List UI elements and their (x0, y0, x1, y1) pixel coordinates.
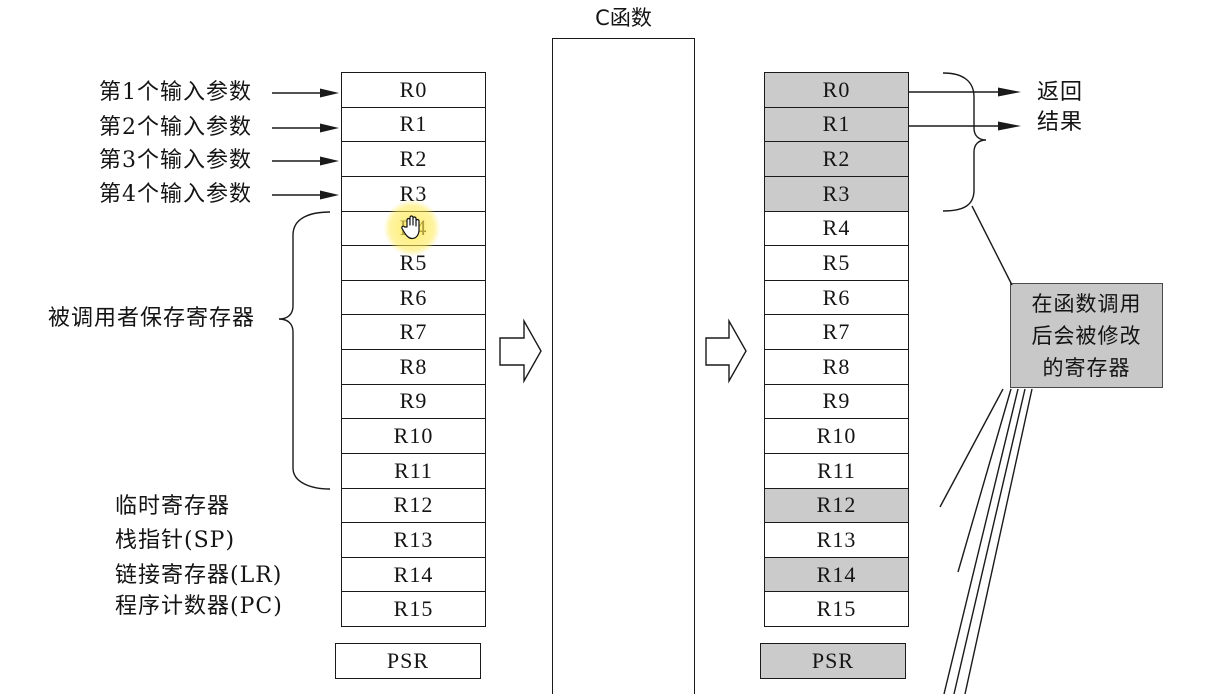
left-register-r12: R12 (342, 487, 485, 523)
function-title: C函数 (595, 6, 652, 30)
return-label-line-1: 返回 (1037, 80, 1084, 105)
link-register-label: 链接寄存器(LR) (115, 563, 283, 588)
hollow-arrow-out-of-function (705, 318, 747, 384)
input-arrowhead-2 (320, 123, 339, 133)
input-arrowhead-3 (320, 156, 339, 166)
return-arrowhead-r0 (998, 87, 1021, 97)
left-register-r0: R0 (399, 76, 428, 102)
c-function-box (552, 38, 695, 694)
right-register-r13: R13 (765, 522, 908, 557)
left-register-r1: R1 (342, 106, 485, 142)
left-register-r10: R10 (342, 418, 485, 453)
left-register-r9: R9 (342, 383, 485, 419)
left-register-r2: R2 (342, 141, 485, 176)
note-line-1: 在函数调用 (1031, 291, 1142, 316)
right-register-r5: R5 (765, 245, 908, 280)
input-param-label-1: 第1个输入参数 (99, 80, 252, 105)
right-psr-register: PSR (760, 643, 906, 679)
right-register-r12: R12 (765, 487, 908, 523)
callee-saved-brace (278, 211, 331, 490)
left-register-r11: R11 (342, 452, 485, 488)
right-register-r1: R1 (765, 106, 908, 142)
note-line-3: 的寄存器 (1042, 355, 1131, 380)
stack-pointer-label: 栈指针(SP) (115, 528, 236, 553)
right-register-r14: R14 (765, 556, 908, 592)
left-register-r5: R5 (342, 245, 485, 280)
brace-to-note-line (971, 205, 1013, 286)
right-register-r7: R7 (765, 314, 908, 349)
input-param-label-2: 第2个输入参数 (99, 115, 252, 140)
right-register-r2: R2 (765, 141, 908, 176)
right-register-r10: R10 (765, 418, 908, 453)
input-param-label-4: 第4个输入参数 (99, 182, 252, 207)
left-register-r7: R7 (342, 314, 485, 349)
temp-register-label: 临时寄存器 (115, 494, 231, 519)
note-line-2: 后会被修改 (1031, 323, 1142, 348)
right-brace (942, 72, 987, 212)
left-register-r13: R13 (342, 522, 485, 557)
left-psr-register: PSR (335, 643, 481, 679)
hollow-arrow-into-function (499, 318, 542, 384)
right-register-r8: R8 (765, 349, 908, 384)
input-arrowhead-4 (320, 190, 339, 200)
right-register-r9: R9 (765, 383, 908, 419)
left-register-r15: R15 (342, 591, 485, 626)
hand-cursor-icon (401, 215, 420, 240)
return-label-line-2: 结果 (1037, 110, 1084, 135)
input-param-label-3: 第3个输入参数 (99, 148, 252, 173)
modified-registers-note: 在函数调用 后会被修改 的寄存器 (1010, 283, 1163, 388)
program-counter-label: 程序计数器(PC) (115, 594, 283, 619)
right-register-r3: R3 (765, 175, 908, 211)
return-arrowhead-r1 (998, 121, 1021, 131)
left-register-r14: R14 (342, 556, 485, 592)
right-register-r0: R0 (765, 73, 908, 107)
input-arrowhead-1 (320, 88, 339, 98)
note-pointer-lines (939, 388, 1033, 694)
right-register-r6: R6 (765, 279, 908, 315)
right-register-r15: R15 (765, 591, 908, 626)
left-register-r3: R3 (342, 175, 485, 211)
right-register-r11: R11 (765, 452, 908, 488)
left-register-r6: R6 (342, 279, 485, 315)
right-register-r4: R4 (765, 210, 908, 246)
left-register-r8: R8 (342, 349, 485, 384)
callee-saved-label: 被调用者保存寄存器 (48, 306, 256, 331)
